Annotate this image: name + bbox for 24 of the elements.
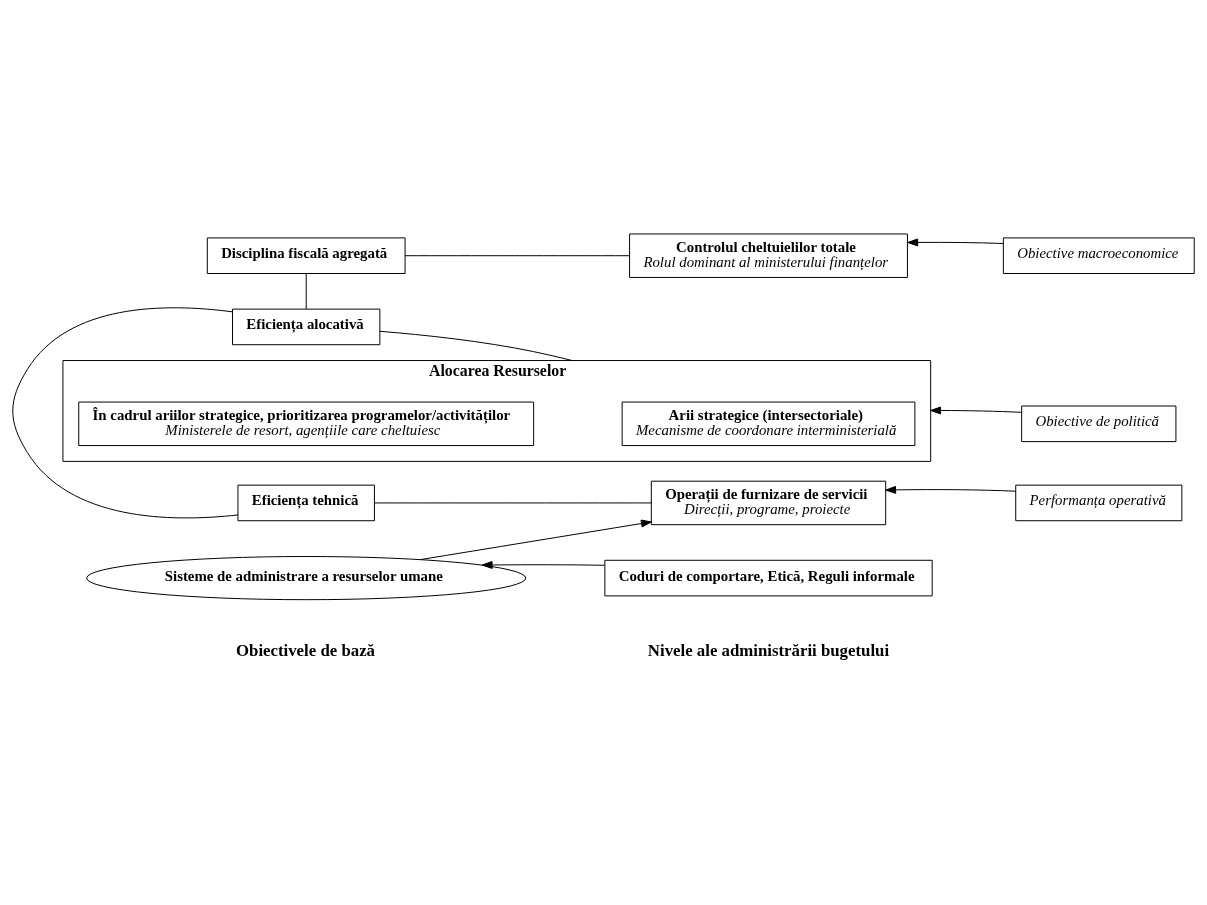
node-box: Coduri de comportare, Etică, Reguli informale — [604, 559, 933, 597]
node-box: Eficiența tehnică — [237, 484, 375, 522]
node-box: Operații de furnizare de servicii Direcții, programe, proiecte — [650, 480, 887, 526]
node-box: Performanța operativă — [1015, 484, 1183, 522]
arrow — [907, 238, 1004, 247]
node-box: Controlul cheltuielilor totale Rolul dominant al ministerului finanțelor — [629, 233, 908, 278]
node-box: Obiective de politică — [1021, 405, 1177, 443]
node-box: Arii strategice (intersectoriale) Mecanisme de coordonare interministerială — [621, 401, 916, 447]
node-box: Disciplina fiscală agregată — [206, 237, 406, 274]
node-ellipse: Sisteme de administrare a resurselor umane — [86, 556, 527, 601]
connector — [374, 502, 652, 504]
label: Nivele ale administrării bugetului — [647, 641, 890, 661]
arrow — [481, 561, 606, 569]
node-box: Eficiența alocativă — [232, 308, 381, 346]
arrow — [420, 519, 652, 561]
connector — [379, 330, 573, 362]
connector — [305, 273, 307, 310]
connector — [404, 255, 630, 257]
connector — [12, 307, 239, 519]
node-box: În cadrul ariilor strategice, prioritizarea programelor/activităților Ministerele de resort, agențiile care cheltuiesc — [78, 401, 535, 447]
arrow — [885, 485, 1017, 494]
label: Obiectivele de bază — [235, 641, 375, 661]
node-box: Obiective macroeconomice — [1002, 237, 1195, 274]
arrow — [930, 406, 1022, 415]
